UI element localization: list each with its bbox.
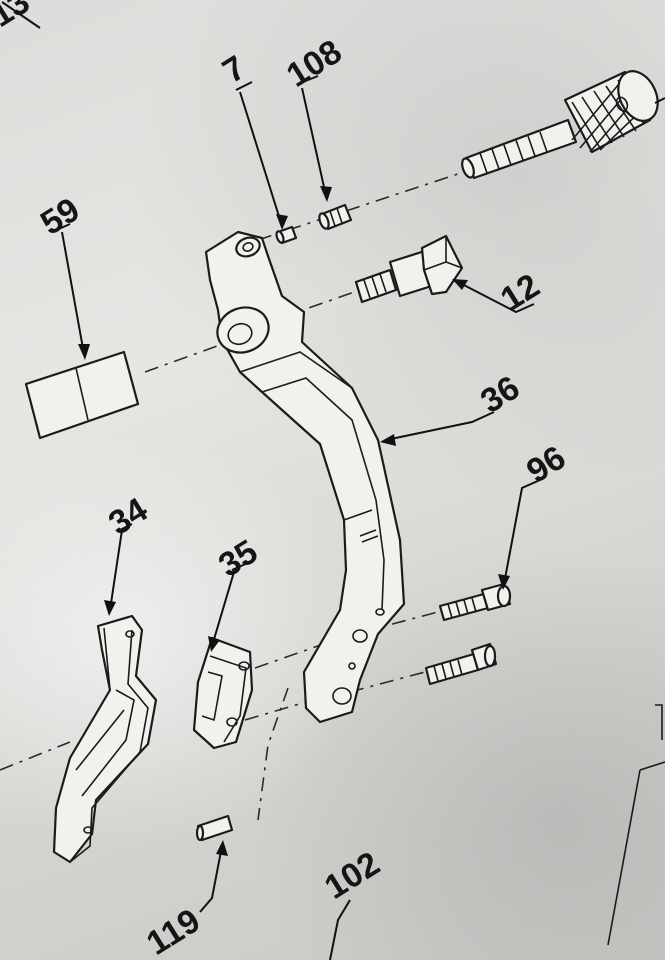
lever-top-hole-boss: [235, 236, 261, 258]
bracket-34: [52, 614, 158, 864]
sleeve-108-rings: [329, 207, 343, 227]
plate-35-hole-bottom: [226, 717, 238, 727]
leader-119: [199, 845, 223, 913]
assembly-centerlines: [0, 169, 665, 946]
callout-36: 36: [474, 369, 526, 421]
bracket-34-slot: [75, 689, 135, 797]
plate-35: [192, 636, 254, 750]
pin-7-end: [275, 230, 285, 244]
leader-96: [503, 479, 541, 585]
thumb-screw-face: [617, 70, 659, 122]
callout-108: 108: [280, 32, 348, 94]
arrow-7: [276, 214, 288, 230]
centerline-block-59: [144, 344, 221, 373]
leader-34: [109, 523, 133, 611]
callout-35: 35: [212, 533, 264, 585]
callout-119: 119: [140, 901, 207, 960]
callout-59: 59: [34, 191, 86, 243]
lever-edge-hole: [375, 608, 385, 616]
leader-102: [329, 899, 351, 960]
dowel-pin-119: [195, 814, 234, 842]
leader-lines: [1, 1, 541, 960]
leader-35: [211, 561, 251, 647]
screw-12-hex-edges: [423, 236, 463, 271]
centerline-lower-screw: [349, 671, 426, 693]
screw-96-face: [496, 584, 512, 608]
leader-108: [297, 75, 327, 197]
arrow-36: [380, 434, 396, 446]
edge-part-right-stub: [655, 704, 663, 740]
arrow-108: [320, 186, 332, 202]
thumb-screw-tip: [461, 157, 475, 179]
thumb-screw-thread: [479, 131, 548, 174]
plate-35-groove: [201, 671, 223, 722]
callout-102: 102: [318, 844, 386, 906]
screw-96-thread: [438, 592, 490, 622]
block-59: [24, 350, 140, 440]
lever-arm-36: [204, 230, 406, 724]
cap-screw-lower: [424, 642, 498, 686]
arrow-12: [452, 279, 468, 290]
thumb-screw-leader: [654, 97, 665, 104]
block-59-split: [75, 367, 89, 421]
screw-lower-face: [483, 644, 497, 668]
shoulder-screw-12: [354, 234, 464, 304]
thumb-screw-shaft: [464, 118, 578, 180]
callout-96: 96: [520, 439, 572, 491]
pin-7: [275, 225, 298, 245]
lever-lower-hole-lower: [332, 687, 352, 705]
knurled-thumb-screw: [461, 70, 665, 180]
centerline-screw-12: [279, 289, 361, 319]
callout-34: 34: [102, 490, 154, 542]
sleeve-108: [318, 203, 353, 231]
lever-marks: [359, 529, 379, 543]
arrow-35: [208, 636, 220, 652]
lever-outline: [204, 230, 406, 724]
bracket-34-inner-edge: [69, 627, 149, 863]
arrow-96: [498, 574, 510, 590]
bracket-34-outline: [52, 614, 158, 864]
callout-12: 12: [494, 267, 546, 319]
bracket-34-hole-bottom: [83, 826, 93, 834]
leader-59: [51, 223, 85, 355]
plate-35-face: [209, 655, 247, 743]
sleeve-108-end: [318, 212, 330, 230]
lever-bend-edge: [261, 377, 385, 611]
lever-small-hole: [348, 662, 356, 670]
screw-12-thread: [354, 268, 398, 304]
screw-12-thread-lines: [363, 273, 387, 299]
lever-lower-hole-upper: [352, 629, 368, 643]
arrow-59: [78, 344, 90, 360]
arrow-119: [216, 840, 228, 856]
lever-pivot-hole: [227, 322, 253, 346]
leader-13: [1, 1, 41, 29]
screw-lower-thread-lines: [433, 659, 463, 682]
leader-36: [385, 411, 495, 441]
plate-35-hole-top: [238, 661, 250, 671]
lever-top-hole: [242, 242, 254, 252]
bracket-34-hole-top: [125, 630, 135, 638]
screw-96-thread-lines: [447, 597, 477, 619]
edge-part-right: [607, 769, 641, 946]
cap-screw-96: [438, 582, 512, 622]
centerline-left: [0, 741, 71, 771]
arrow-34: [104, 600, 116, 616]
leader-12: [457, 281, 535, 314]
centerline-pin-119: [257, 687, 289, 821]
lever-mid-edge: [343, 509, 373, 521]
thumb-screw-center: [615, 96, 629, 112]
lever-upper-face: [239, 351, 353, 389]
pin-119-end: [195, 824, 205, 842]
edge-part-right-top: [639, 761, 665, 771]
leader-7: [235, 81, 283, 227]
callout-13: 13: [0, 0, 36, 35]
